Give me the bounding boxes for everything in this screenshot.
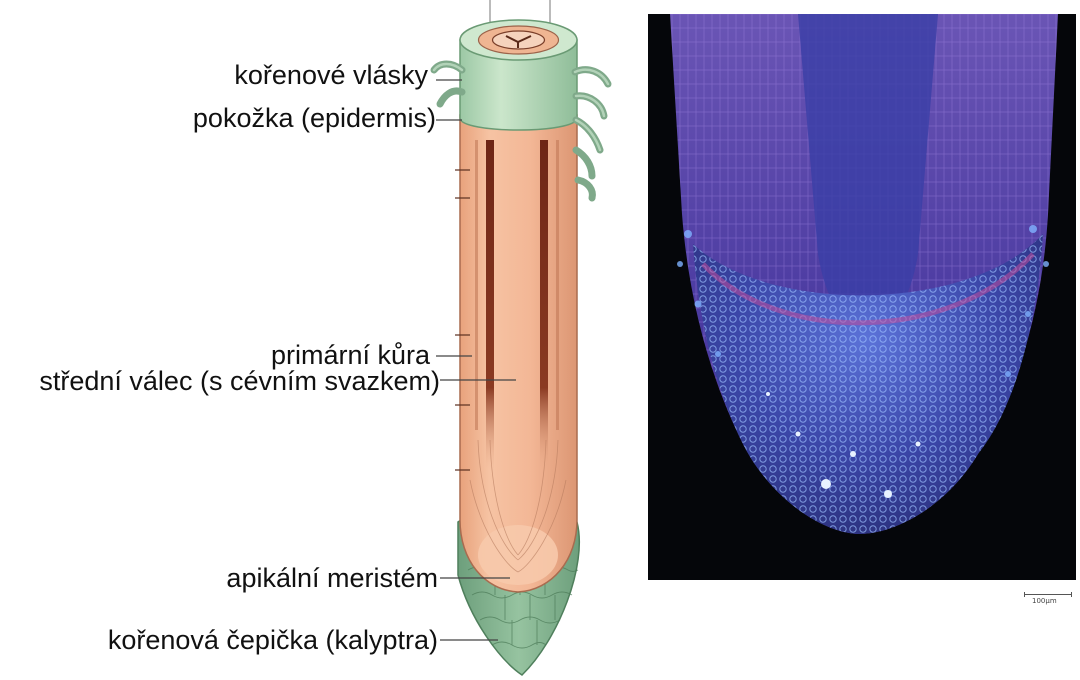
label-epidermis: pokožka (epidermis) — [193, 103, 436, 133]
label-root-hairs: kořenové vlásky — [234, 60, 428, 90]
vascular-strand-left — [486, 140, 494, 470]
label-apical-meristem: apikální meristém — [226, 563, 438, 593]
strand-edge — [556, 140, 559, 430]
label-root-cap: kořenová čepička (kalyptra) — [108, 625, 438, 655]
vascular-strand-right — [540, 140, 548, 470]
scale-bar: 100µm — [1022, 592, 1074, 606]
scale-bar-label: 100µm — [1032, 597, 1057, 605]
strand-edge — [475, 140, 478, 430]
root-tip-micrograph — [648, 14, 1076, 580]
label-stele: střední válec (s cévním svazkem) — [39, 366, 440, 396]
micrograph-image — [648, 14, 1076, 580]
